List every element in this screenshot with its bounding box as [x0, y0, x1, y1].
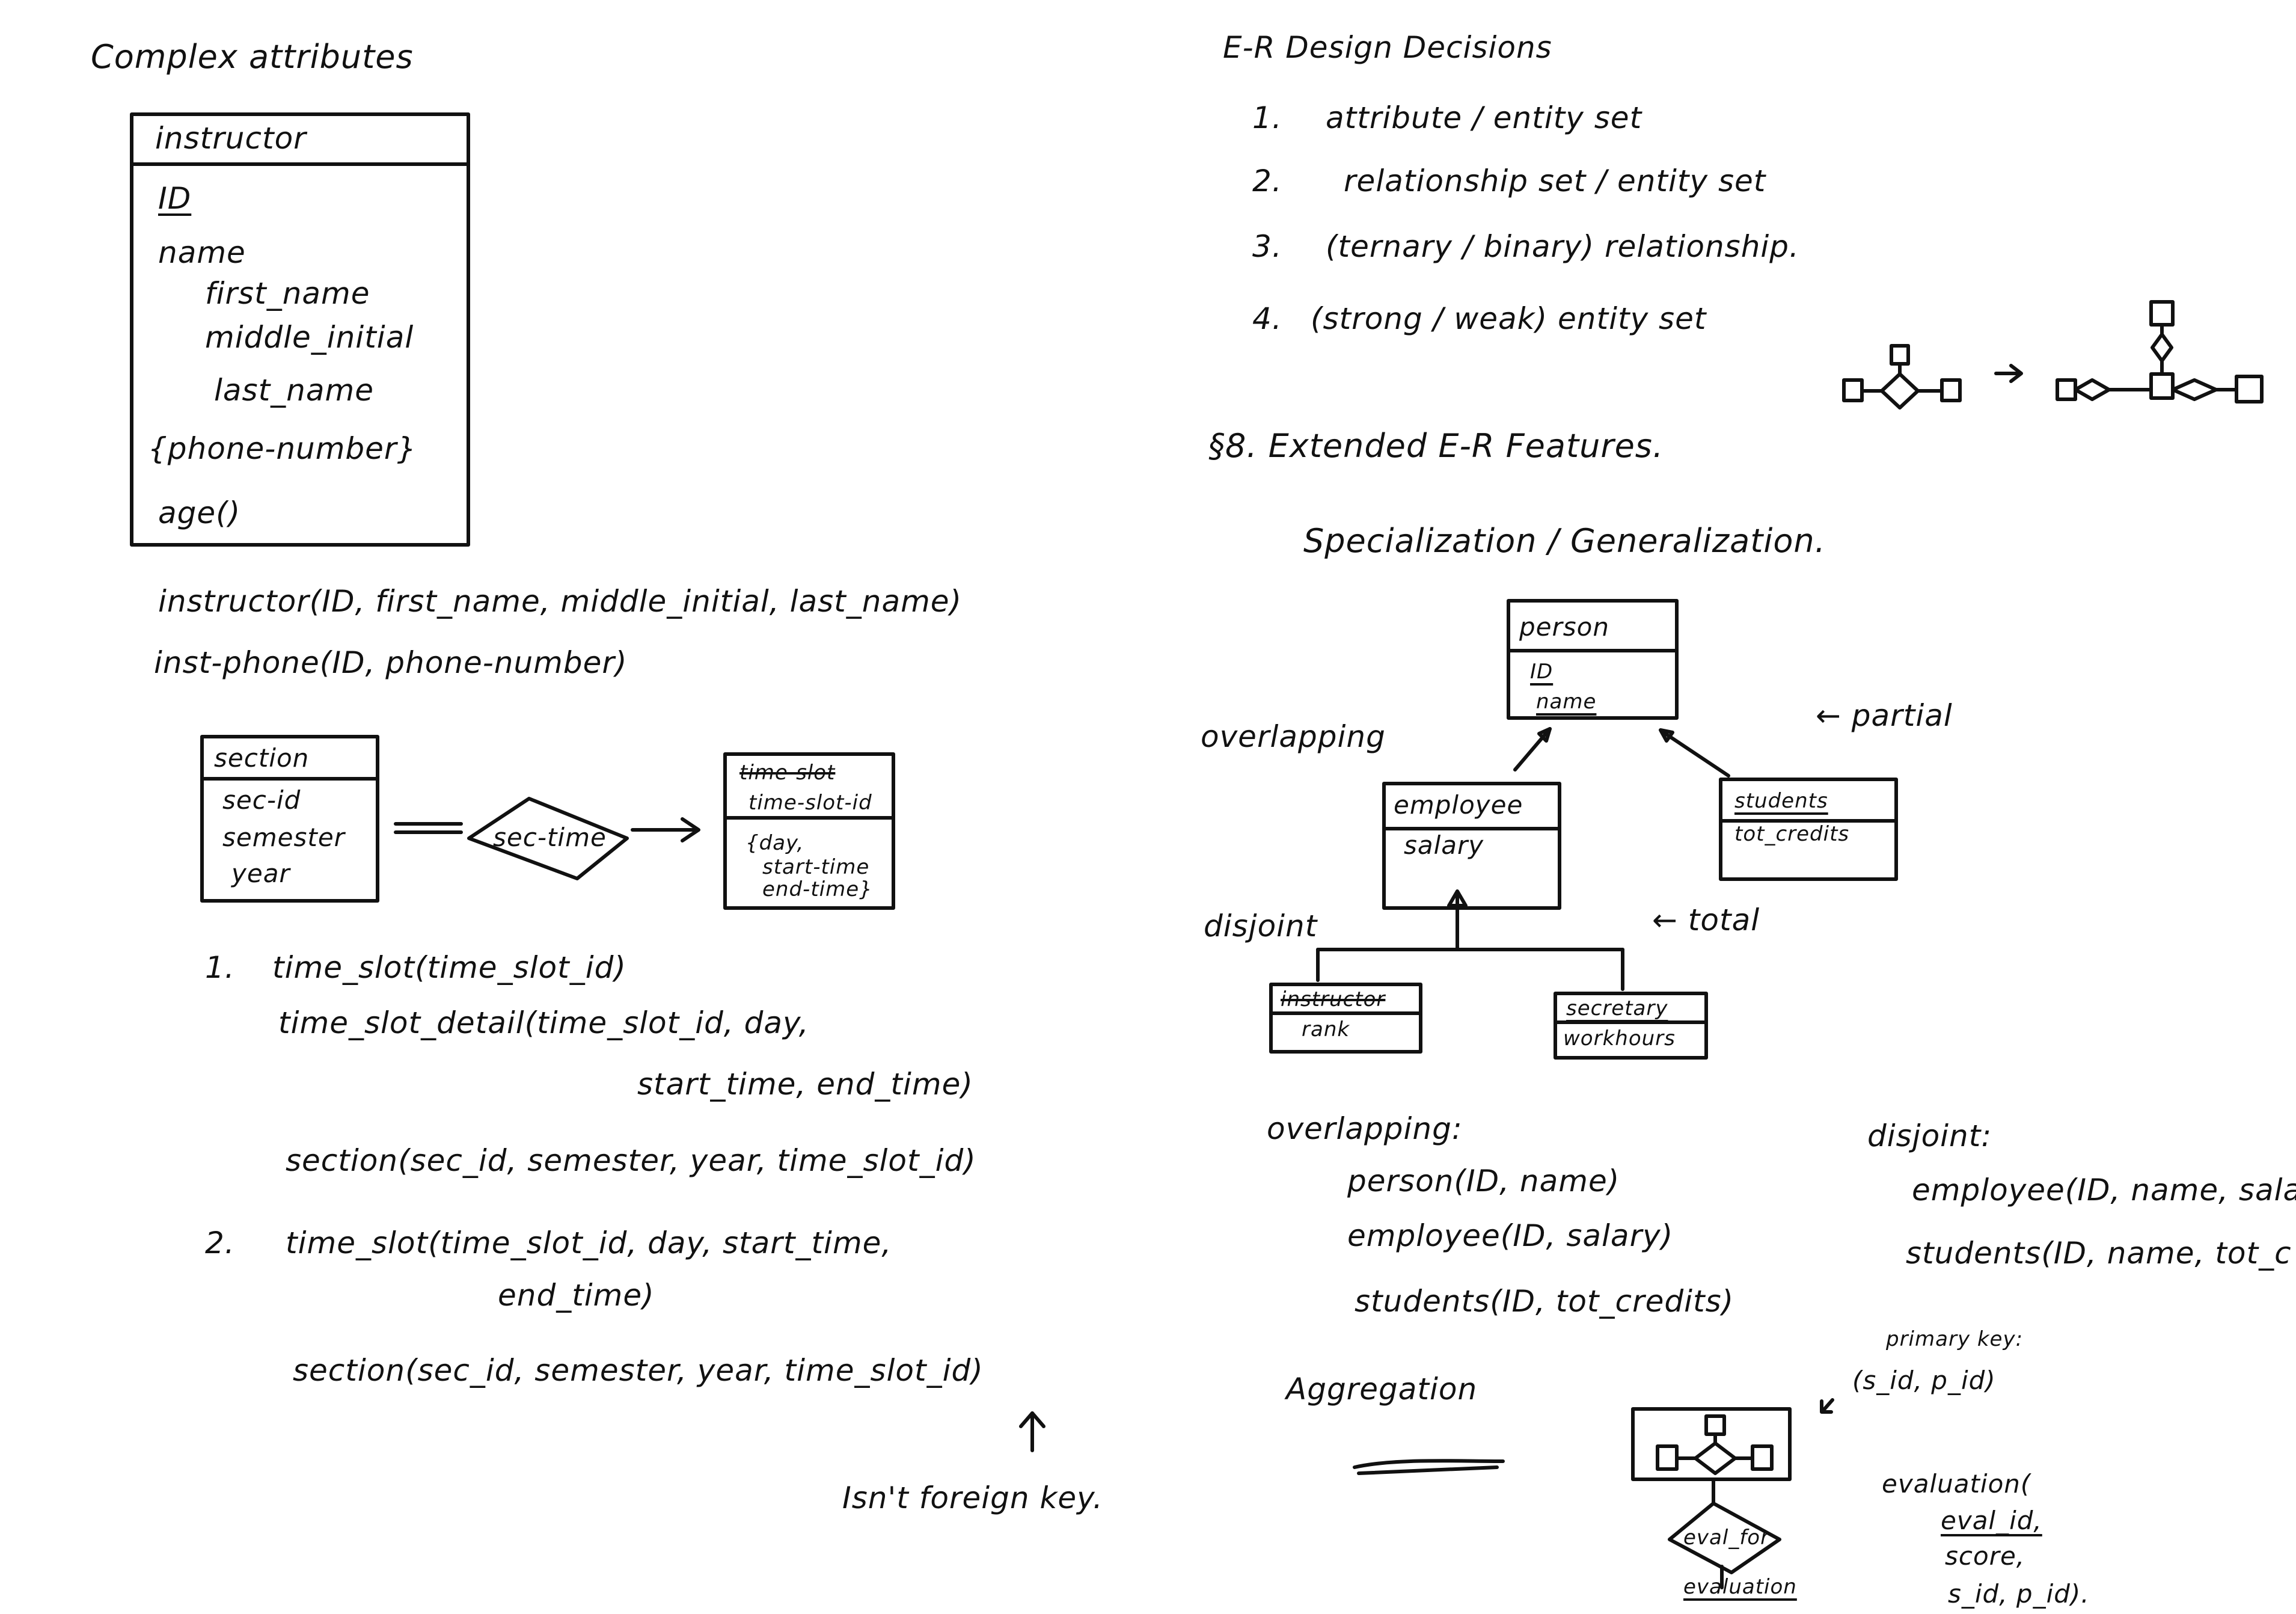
schema-line: instructor(ID, first_name, middle_initia…	[158, 584, 963, 619]
instructor-entity-box	[130, 112, 470, 547]
aggregation-title: Aggregation	[1286, 1372, 1478, 1407]
subheading: Specialization / Generalization.	[1303, 522, 1826, 560]
primary-key-label: primary key:	[1886, 1327, 2024, 1351]
decision-number: 3.	[1252, 229, 1282, 264]
pointer-arrow	[1822, 1398, 1834, 1412]
heading-complex-attributes: Complex attributes	[91, 38, 414, 76]
attribute: semester	[222, 823, 345, 852]
eval-for-diamond	[1668, 1502, 1781, 1574]
students-entity-box	[1719, 778, 1898, 881]
disjoint-title: disjoint:	[1867, 1118, 1992, 1153]
attribute: rank	[1302, 1017, 1350, 1042]
secretary-subclass-box	[1554, 992, 1708, 1060]
entity-title: time-slot	[739, 761, 836, 785]
attribute: last_name	[214, 373, 374, 408]
attribute: {day,	[745, 831, 804, 855]
schema-line: evaluation(	[1882, 1469, 2031, 1499]
overlapping-title: overlapping:	[1267, 1111, 1463, 1146]
person-entity-box	[1507, 599, 1679, 720]
schema-line: score,	[1945, 1541, 2025, 1571]
time-slot-entity-box	[723, 752, 895, 910]
section-entity-box	[200, 735, 379, 903]
attribute: start-time	[762, 855, 870, 879]
entity-title: evaluation	[1683, 1575, 1797, 1599]
decision-text: relationship set / entity set	[1344, 164, 1766, 198]
schema-line: person(ID, name)	[1347, 1164, 1620, 1198]
schema-line: s_id, p_id).	[1948, 1579, 2090, 1609]
option-number: 1.	[205, 950, 235, 985]
entity-title: students	[1734, 789, 1828, 813]
decision-text: (ternary / binary) relationship.	[1326, 229, 1799, 264]
binary-relationships-sketch	[2056, 300, 2264, 404]
label-total: ← total	[1652, 903, 1760, 937]
schema-line: eval_id,	[1941, 1506, 2042, 1535]
label-disjoint: disjoint	[1204, 909, 1318, 944]
schema-line: employee(ID, salary)	[1347, 1218, 1674, 1253]
relationship-label: sec-time	[493, 823, 607, 852]
attribute: name	[1536, 690, 1597, 714]
attribute: salary	[1404, 830, 1484, 860]
label-partial: ← partial	[1816, 698, 1953, 733]
schema-line: students(ID, name, tot_c	[1906, 1236, 2292, 1271]
attribute: end-time}	[762, 877, 873, 901]
attribute: workhours	[1563, 1026, 1676, 1051]
instructor-subclass-box	[1269, 983, 1422, 1054]
attribute: name	[158, 235, 246, 270]
schema-line: section(sec_id, semester, year, time_slo…	[293, 1353, 984, 1388]
schema-line: time_slot_detail(time_slot_id, day,	[278, 1005, 809, 1040]
attribute: year	[231, 859, 290, 888]
schema-line: employee(ID, name, sala	[1912, 1173, 2296, 1207]
entity-title: person	[1519, 612, 1609, 642]
note-not-foreign-key: Isn't foreign key.	[842, 1481, 1103, 1515]
attribute: ID	[1530, 660, 1554, 684]
section-heading: §8. Extended E-R Features.	[1208, 427, 1664, 465]
attribute: first_name	[205, 276, 370, 311]
schema-line: time_slot(time_slot_id, day, start_time,	[286, 1226, 892, 1260]
decision-number: 2.	[1252, 164, 1282, 198]
crossed-out-scribble	[1353, 1459, 1505, 1475]
entity-title: secretary	[1566, 996, 1668, 1020]
attribute: age()	[158, 496, 241, 530]
relationship-label: eval_for	[1683, 1526, 1770, 1550]
schema-line: students(ID, tot_credits)	[1355, 1284, 1734, 1319]
entity-title: section	[214, 743, 310, 773]
primary-key-value: (s_id, p_id)	[1852, 1366, 1996, 1395]
right-arrow-icon	[1994, 364, 2023, 383]
decision-number: 4.	[1252, 301, 1282, 336]
decision-text: (strong / weak) entity set	[1311, 301, 1707, 336]
entity-title: employee	[1394, 790, 1523, 820]
schema-line: start_time, end_time)	[637, 1067, 973, 1102]
schema-line: inst-phone(ID, phone-number)	[154, 645, 628, 680]
employee-entity-box	[1382, 782, 1561, 910]
attribute: ID	[158, 181, 192, 216]
attribute: middle_initial	[205, 320, 414, 355]
attribute: {phone-number}	[148, 431, 417, 466]
attribute: time-slot-id	[748, 791, 872, 815]
sec-time-diamond	[467, 797, 629, 880]
attribute: tot_credits	[1734, 822, 1850, 846]
decision-text: attribute / entity set	[1326, 100, 1642, 135]
attribute: sec-id	[222, 785, 301, 815]
label-overlapping: overlapping	[1201, 719, 1386, 754]
decision-number: 1.	[1252, 100, 1282, 135]
heading-er-design-decisions: E-R Design Decisions	[1223, 30, 1552, 65]
aggregation-box	[1631, 1407, 1792, 1505]
schema-line: section(sec_id, semester, year, time_slo…	[286, 1143, 976, 1178]
entity-title: instructor	[1281, 987, 1386, 1011]
ternary-relationship-sketch	[1842, 344, 1962, 410]
entity-title: instructor	[155, 121, 307, 156]
option-number: 2.	[205, 1226, 235, 1260]
schema-line: end_time)	[498, 1278, 655, 1313]
schema-line: time_slot(time_slot_id)	[272, 950, 626, 985]
isa-arrows	[1316, 727, 1730, 991]
